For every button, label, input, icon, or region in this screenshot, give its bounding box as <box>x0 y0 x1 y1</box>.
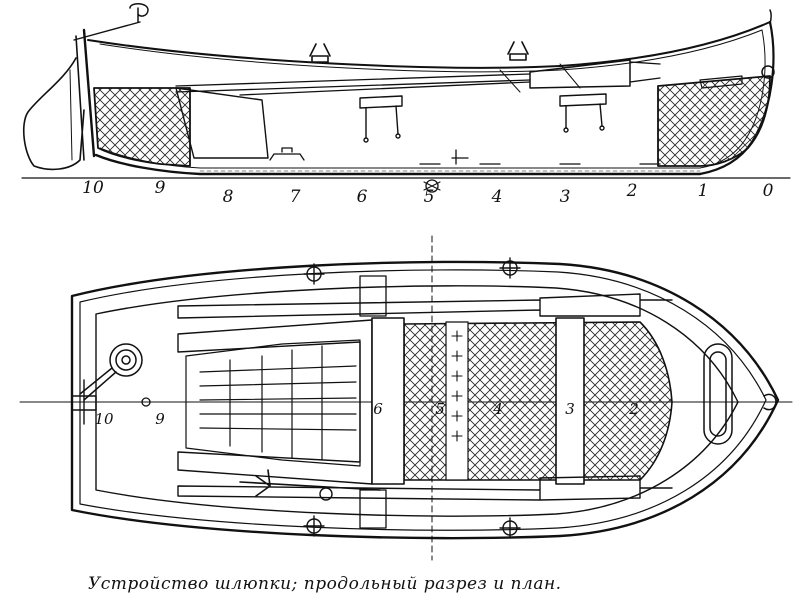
section-station: 4 <box>491 187 503 207</box>
aft-buoyancy-tank <box>93 87 191 167</box>
hull-outline <box>70 260 780 540</box>
plan-station: 6 <box>373 400 383 418</box>
rowlock-aft <box>309 43 331 63</box>
section-station: 3 <box>560 187 571 207</box>
plan-stations: 10 9 6 5 4 3 2 <box>94 400 638 428</box>
section-station: 9 <box>155 178 166 198</box>
fwd-buoyancy-tank <box>657 75 771 167</box>
section-station: 8 <box>223 187 234 207</box>
rowlocks <box>303 257 521 539</box>
section-station: 7 <box>290 187 301 207</box>
figure-caption: Устройство шлюпки; продольный разрез и п… <box>88 574 562 594</box>
plan-station: 3 <box>565 400 575 418</box>
section-stations: 10 9 8 7 6 5 4 3 2 1 0 <box>82 178 773 207</box>
oar-starboard <box>177 475 673 501</box>
section-station: 10 <box>82 178 104 198</box>
rope-coil <box>79 343 143 401</box>
section-station: 1 <box>698 181 709 201</box>
bottom-fittings <box>269 147 661 165</box>
thwart-3 <box>555 317 585 485</box>
oars <box>175 73 531 96</box>
bow-eye <box>763 393 777 411</box>
thwart-fwd <box>559 93 607 133</box>
plan-station: 4 <box>492 400 503 418</box>
boathook <box>239 469 381 497</box>
section-station: 2 <box>626 181 638 201</box>
section-station: 6 <box>357 187 368 207</box>
rowlock-fwd <box>507 41 529 61</box>
thwart-aft <box>359 95 403 143</box>
oar-port <box>177 293 673 319</box>
bow-hatch <box>703 343 733 445</box>
bottom-hatched-area <box>403 321 673 481</box>
stern-fittings <box>71 379 97 425</box>
thwart-6 <box>371 317 405 485</box>
stern-post <box>82 28 96 158</box>
plan-station: 10 <box>94 410 114 428</box>
plan-station: 9 <box>155 410 165 428</box>
floor-gratings <box>185 339 361 467</box>
keel-bottom <box>94 153 702 176</box>
stern-thwart <box>175 87 269 159</box>
plan-station: 2 <box>628 400 639 418</box>
rudder <box>22 57 85 171</box>
section-station: 0 <box>763 181 774 201</box>
sheer-line <box>87 21 771 69</box>
section-station: 5 <box>424 187 435 207</box>
longitudinal-section <box>21 3 791 193</box>
plan-view <box>19 235 793 561</box>
plan-station: 5 <box>435 400 445 418</box>
